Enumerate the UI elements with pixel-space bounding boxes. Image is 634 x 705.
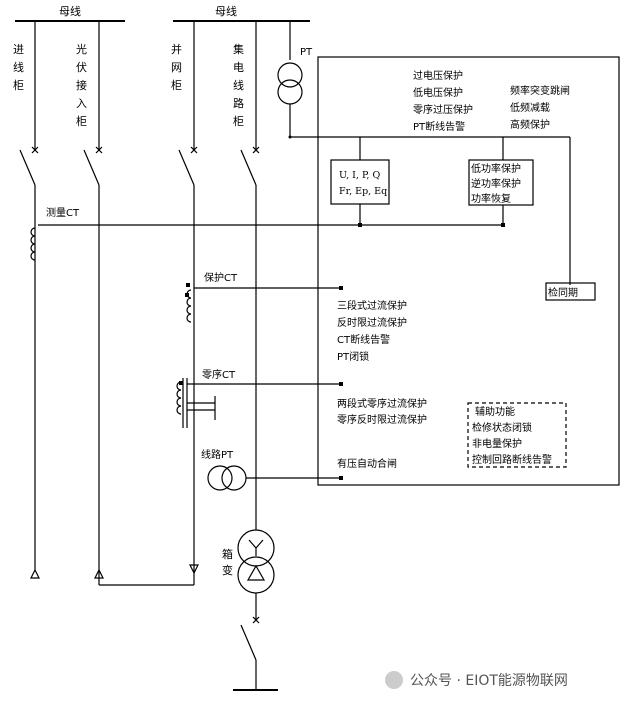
collector-label-2: 电 — [233, 61, 244, 74]
grid-switch — [178, 149, 195, 186]
auto-reclose-label: 有压自动合闸 — [337, 457, 397, 470]
aux-item-1: 检修状态闭锁 — [472, 421, 532, 434]
line-pt-left-coil — [207, 465, 233, 491]
bus-pt-label: PT — [300, 47, 313, 58]
collector-label-3: 线 — [233, 78, 244, 92]
frequency-function-1: 频率突变跳闸 — [510, 84, 570, 97]
watermark: 公众号 · EIOT能源物联网 — [385, 671, 568, 689]
grid-label-1: 并 — [171, 42, 182, 56]
measure-ct-label: 测量CT — [46, 206, 80, 219]
voltage-function-4: PT断线告警 — [413, 120, 465, 133]
aux-item-2: 非电量保护 — [472, 437, 522, 450]
overcurrent-function-3: CT断线告警 — [337, 333, 390, 346]
power-function-3: 功率恢复 — [471, 192, 511, 205]
sync-check-box — [545, 282, 596, 301]
grid-label-2: 网 — [171, 61, 182, 74]
collector-label-4: 路 — [233, 97, 244, 110]
meter-line-2: Fr, Ep, Eq — [339, 186, 387, 197]
power-function-1: 低功率保护 — [471, 162, 521, 175]
measure-ct-coil — [30, 227, 36, 261]
aux-function-box — [467, 402, 567, 468]
collector-label-1: 集 — [233, 42, 244, 56]
overcurrent-function-1: 三段式过流保护 — [337, 299, 407, 312]
zero-seq-function-1: 两段式零序过流保护 — [337, 397, 427, 410]
right-bus-label: 母线 — [215, 4, 237, 18]
pv-label-1: 光 — [76, 42, 87, 56]
meter-box — [330, 159, 390, 205]
zero-seq-function-2: 零序反时限过流保护 — [337, 413, 427, 426]
bus-pt-lower-coil — [277, 79, 303, 105]
zero-ct-label: 零序CT — [202, 368, 236, 381]
transformer-label-1: 箱 — [222, 547, 233, 561]
power-function-2: 逆功率保护 — [471, 177, 521, 190]
pv-label-4: 入 — [76, 97, 87, 110]
pv-switch — [83, 149, 100, 186]
sync-check-label: 检同期 — [548, 286, 578, 299]
pv-arrow — [94, 568, 104, 579]
voltage-function-1: 过电压保护 — [413, 69, 463, 82]
frequency-function-3: 高频保护 — [510, 118, 550, 131]
incoming-label-1: 进 — [13, 43, 24, 56]
zero-ct-coil — [176, 381, 182, 415]
incoming-switch — [19, 149, 36, 186]
overcurrent-function-4: PT闭锁 — [337, 350, 369, 363]
aux-item-3: 控制回路断线告警 — [472, 453, 552, 466]
transformer-label-2: 变 — [222, 563, 233, 577]
wechat-icon — [385, 671, 403, 689]
incoming-label-2: 线 — [13, 60, 24, 74]
collector-label-5: 柜 — [233, 115, 244, 128]
power-protection-box — [468, 159, 534, 206]
pv-label-3: 接 — [76, 79, 87, 92]
protection-ct-label: 保护CT — [204, 271, 238, 284]
grid-label-3: 柜 — [171, 79, 182, 92]
incoming-arrow — [30, 568, 40, 579]
pv-label-5: 柜 — [76, 115, 87, 128]
incoming-label-3: 柜 — [13, 79, 24, 92]
line-pt-right-coil — [221, 465, 247, 491]
left-bus-label: 母线 — [59, 4, 81, 18]
collector-switch — [240, 149, 257, 186]
transformer-switch — [240, 624, 257, 661]
watermark-text: 公众号 · EIOT能源物联网 — [410, 673, 568, 689]
protection-device-frame — [317, 56, 620, 486]
pv-label-2: 伏 — [76, 60, 87, 74]
meter-line-1: U, I, P, Q — [339, 170, 380, 181]
voltage-function-2: 低电压保护 — [413, 86, 463, 99]
aux-title: 辅助功能 — [475, 405, 515, 418]
grid-arrow — [189, 564, 199, 575]
bus-pt-upper-coil — [277, 62, 303, 88]
frequency-function-2: 低频减载 — [510, 101, 550, 114]
transformer-lower-winding — [237, 556, 275, 594]
line-pt-label: 线路PT — [201, 448, 234, 461]
overcurrent-function-2: 反时限过流保护 — [337, 316, 407, 329]
voltage-function-3: 零序过压保护 — [413, 103, 473, 116]
